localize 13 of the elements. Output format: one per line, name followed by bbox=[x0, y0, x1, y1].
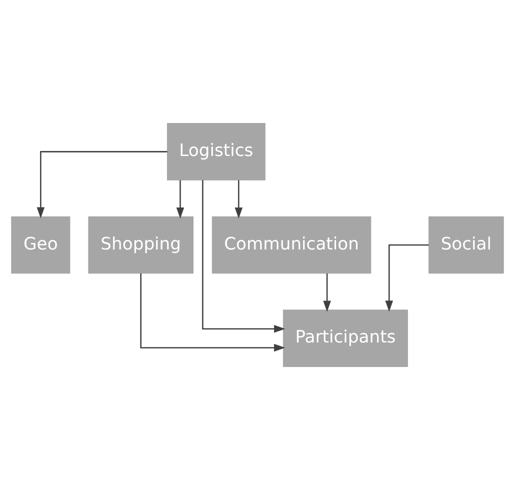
arrow bbox=[234, 180, 243, 219]
node-box: Logistics bbox=[166, 123, 266, 180]
node-box: Social bbox=[428, 216, 504, 274]
node-box: Participants bbox=[282, 310, 408, 367]
arrow bbox=[36, 151, 168, 218]
node-box: Geo bbox=[11, 216, 70, 274]
arrow bbox=[323, 274, 331, 312]
arrow bbox=[385, 244, 429, 312]
arrow bbox=[176, 180, 184, 219]
node-box: Communication bbox=[212, 216, 372, 274]
arrow bbox=[202, 180, 286, 333]
arrow bbox=[140, 273, 286, 352]
node-box: Shopping bbox=[88, 216, 194, 274]
